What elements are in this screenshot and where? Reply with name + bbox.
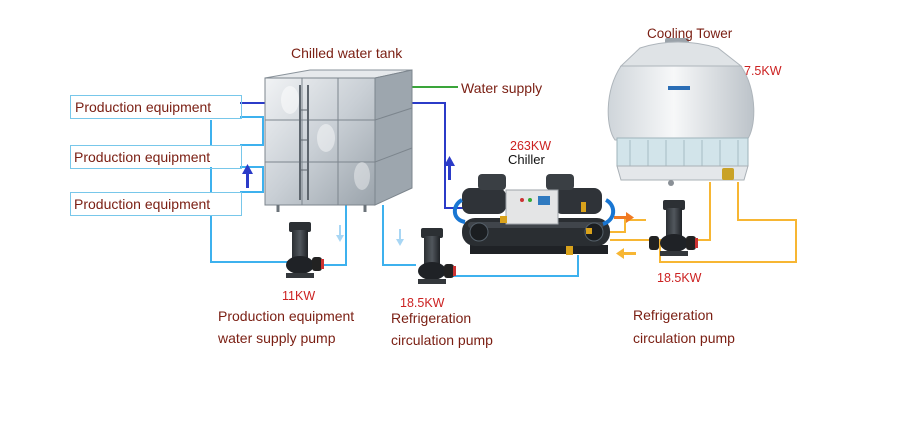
pump-18-5kw-condenser <box>649 200 698 256</box>
chiller-label: Chiller <box>508 152 545 167</box>
pump-label-line2: circulation pump <box>633 330 735 346</box>
cooling-tower-title: Cooling Tower <box>647 26 733 41</box>
chilled-water-piping <box>210 116 579 277</box>
pump-power: 18.5KW <box>657 271 702 285</box>
cooling-tower <box>607 38 755 186</box>
down-arrow-icon <box>336 225 344 242</box>
up-arrow-icon <box>242 164 253 188</box>
pump-label-line2: water supply pump <box>218 330 336 346</box>
chiller-supply-pipe <box>404 102 475 209</box>
condenser-water-piping <box>610 182 797 263</box>
production-equipment-label: Production equipment <box>75 99 212 115</box>
pump-label-line1: Refrigeration <box>391 310 472 326</box>
pump-11kw <box>286 222 324 278</box>
pump-18-5kw-chilled <box>418 228 456 284</box>
pump-label-line1: Production equipment <box>218 308 355 324</box>
chilled-water-tank <box>264 69 413 212</box>
production-equipment-label: Production equipment <box>74 149 211 165</box>
left-arrow-icon <box>616 248 636 259</box>
tank-title: Chilled water tank <box>291 45 403 61</box>
down-arrow-icon <box>396 229 404 246</box>
water-supply-label: Water supply <box>461 80 543 96</box>
chiller-unit <box>452 174 616 255</box>
pump-power: 18.5KW <box>400 296 445 310</box>
cooling-tower-power: 7.5KW <box>744 64 782 78</box>
production-equipment-box <box>70 145 242 169</box>
pump-power: 11KW <box>282 289 316 303</box>
production-equipment-label: Production equipment <box>74 196 211 212</box>
right-arrow-icon <box>614 212 634 223</box>
up-arrow-icon <box>444 156 455 180</box>
flow-arrows <box>242 156 636 259</box>
pump-label-line2: circulation pump <box>391 332 493 348</box>
chiller-power: 263KW <box>510 139 551 153</box>
production-equipment-box <box>70 192 242 216</box>
production-equipment-box <box>70 95 242 119</box>
pump-label-line1: Refrigeration <box>633 307 714 323</box>
